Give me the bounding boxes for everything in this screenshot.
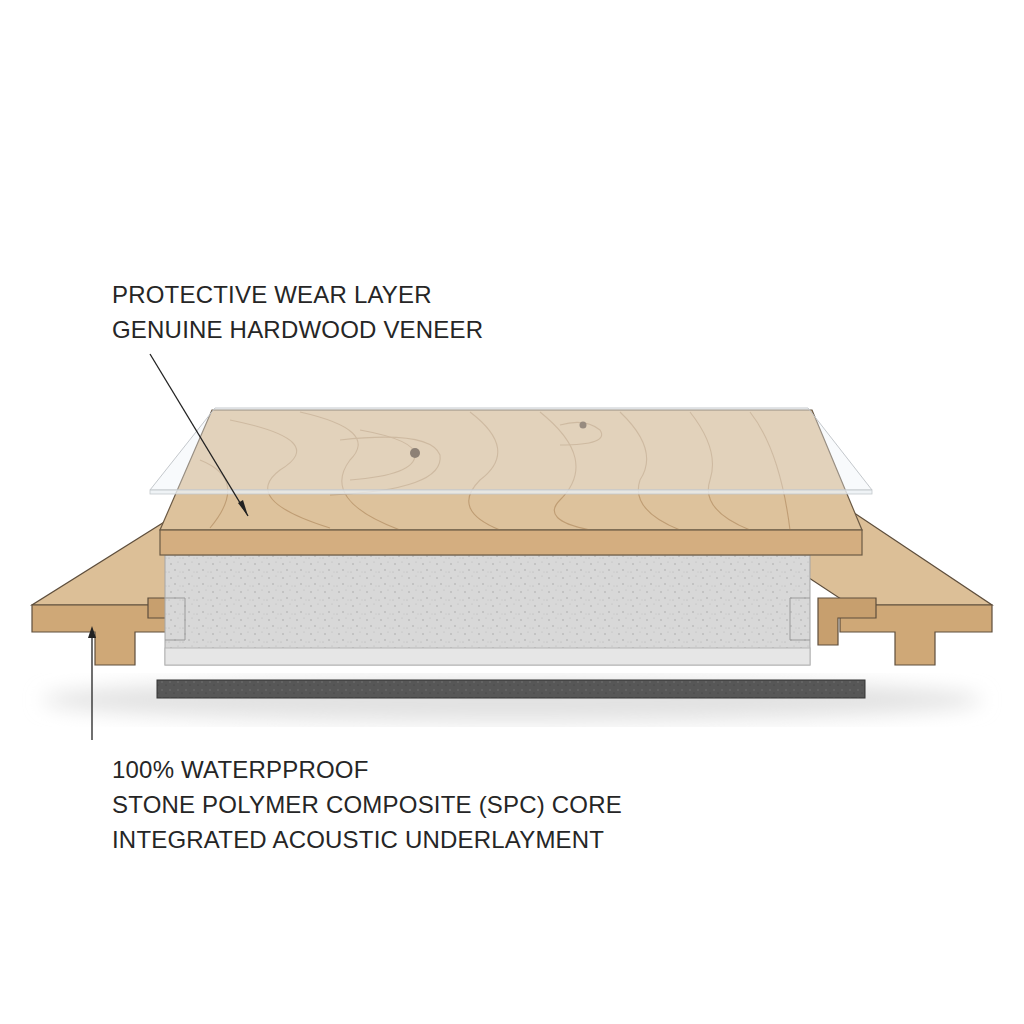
- callout-label: PROTECTIVE WEAR LAYER: [112, 281, 432, 309]
- callout-label: INTEGRATED ACOUSTIC UNDERLAYMENT: [112, 826, 604, 854]
- leader-arrowhead: [238, 500, 248, 516]
- shadow: [42, 678, 982, 722]
- acoustic-underlayment: [157, 680, 865, 698]
- spc-core: [165, 555, 810, 665]
- wear-layer: [150, 408, 872, 494]
- callout-label: GENUINE HARDWOOD VENEER: [112, 316, 483, 344]
- callout-label: STONE POLYMER COMPOSITE (SPC) CORE: [112, 791, 622, 819]
- callout-label: 100% WATERPPROOF: [112, 756, 369, 784]
- leader-arrowhead: [88, 626, 96, 638]
- leader-line: [91, 630, 92, 740]
- leader-line: [150, 354, 248, 516]
